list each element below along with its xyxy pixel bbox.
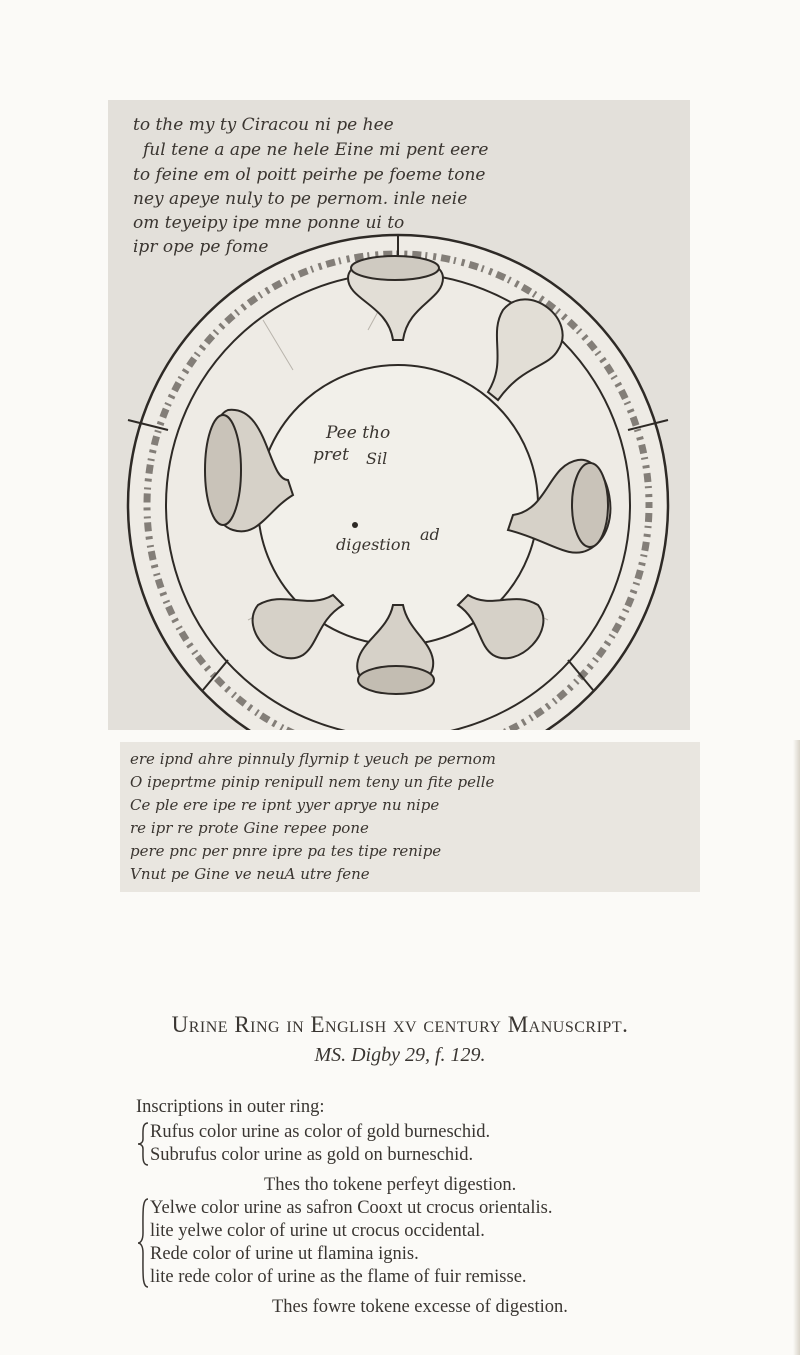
urine-ring-illustration: to the my ty Ciracou ni pe hee ful tene … — [108, 100, 690, 730]
script-line: to feine em ol poitt peirhe pe foeme ton… — [133, 165, 485, 185]
figure-caption: Urine Ring in English xv century Manuscr… — [0, 1012, 800, 1067]
script-line: re ipr re prote Gine repee pone — [130, 819, 369, 837]
inscription-line: lite rede color of urine as the flame of… — [150, 1267, 527, 1287]
center-label: pret — [313, 445, 349, 465]
caption-source: MS. Digby 29, f. 129. — [314, 1044, 486, 1066]
brace — [136, 1121, 150, 1174]
inscription-group-1: Rufus color urine as color of gold burne… — [136, 1121, 696, 1174]
script-line: O ipeprtme pinip renipull nem teny un fi… — [130, 773, 495, 791]
inscription-group-2: Yelwe color urine as safron Cooxt ut cro… — [136, 1197, 696, 1296]
caption-title: Urine Ring in English xv century Manuscr… — [171, 1012, 629, 1037]
page-edge — [793, 740, 800, 1355]
inscription-line: lite yelwe color of urine ut crocus occi… — [150, 1221, 485, 1241]
script-line: ful tene a ape ne hele Eine mi pent eere — [141, 140, 488, 160]
bottom-script-block: ere ipnd ahre pinnuly flyrnip t yeuch pe… — [120, 742, 700, 892]
inscriptions: Inscriptions in outer ring: Rufus color … — [136, 1096, 696, 1319]
inscription-line: Rufus color urine as color of gold burne… — [150, 1122, 491, 1142]
script-line: pere pnc per pnre ipre pa tes tipe renip… — [130, 842, 442, 860]
script-line: om teyeipy ipe mne ponne ui to — [133, 213, 404, 233]
inscription-summary: Thes tho tokene perfeyt digestion. — [264, 1175, 517, 1195]
script-line: to the my ty Ciracou ni pe hee — [133, 115, 394, 135]
script-line: ipr ope pe fome — [133, 237, 269, 257]
center-label: Pee tho — [325, 423, 390, 443]
script-line: ere ipnd ahre pinnuly flyrnip t yeuch pe… — [130, 750, 496, 768]
center-label: Sil — [366, 449, 387, 468]
manuscript-plate: to the my ty Ciracou ni pe hee ful tene … — [108, 100, 690, 730]
inscriptions-heading: Inscriptions in outer ring: — [136, 1097, 325, 1117]
script-line: Ce ple ere ipe re ipnt yyer aprye nu nip… — [130, 796, 440, 814]
inner-circle: Pee tho pret Sil digestion ad — [257, 364, 539, 646]
script-line: ney apeye nuly to pe pernom. inle neie — [133, 189, 467, 209]
inscription-line: Rede color of urine ut flamina ignis. — [150, 1244, 419, 1264]
center-label: digestion — [336, 535, 411, 554]
brace — [136, 1197, 150, 1296]
inscription-line: Yelwe color urine as safron Cooxt ut cro… — [150, 1198, 553, 1218]
top-script: to the my ty Ciracou ni pe hee ful tene … — [133, 115, 488, 257]
script-line: Vnut pe Gine ve neuA utre fene — [130, 865, 370, 883]
urine-flasks — [204, 255, 612, 695]
inscription-summary: Thes fowre tokene excesse of digestion. — [272, 1297, 568, 1317]
center-label: ad — [420, 525, 440, 544]
inscription-line: Subrufus color urine as gold on burnesch… — [150, 1145, 474, 1165]
